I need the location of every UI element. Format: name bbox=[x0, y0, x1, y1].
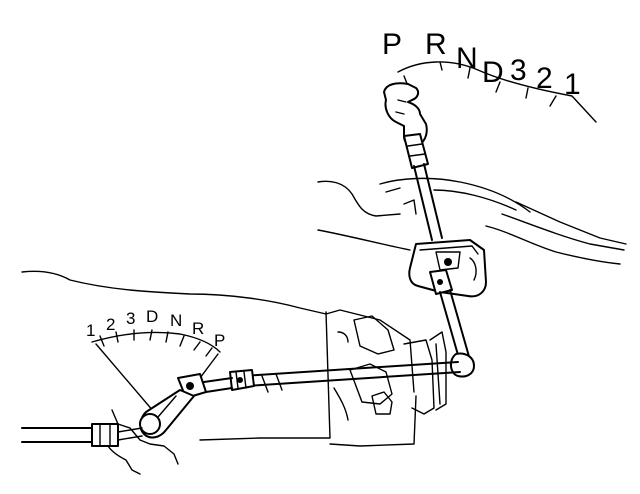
top-pos-1: 1 bbox=[564, 68, 581, 101]
column-bracket bbox=[408, 239, 487, 298]
left-shaft bbox=[21, 423, 143, 447]
transmission-housing bbox=[21, 270, 447, 475]
dial-pos-p: P bbox=[214, 331, 225, 350]
upper-indicator-plate bbox=[397, 61, 597, 123]
top-pos-2: 2 bbox=[536, 62, 553, 95]
top-pos-3: 3 bbox=[510, 54, 527, 87]
dial-pos-2: 2 bbox=[106, 315, 115, 334]
top-pos-n: N bbox=[456, 42, 478, 75]
dial-pos-r: R bbox=[192, 319, 204, 338]
dial-pos-3: 3 bbox=[126, 309, 135, 328]
control-rod bbox=[241, 269, 475, 393]
dial-pos-n: N bbox=[170, 311, 182, 330]
dial-pos-d: D bbox=[146, 307, 158, 326]
top-pos-r: R bbox=[425, 28, 447, 61]
dial-pos-1: 1 bbox=[86, 321, 95, 340]
top-pos-p: P bbox=[382, 28, 402, 61]
lower-selector-dial bbox=[91, 329, 221, 413]
top-pos-d: D bbox=[482, 56, 504, 89]
manual-lever bbox=[139, 369, 255, 439]
column-background bbox=[317, 177, 627, 265]
shift-lever bbox=[383, 82, 443, 241]
